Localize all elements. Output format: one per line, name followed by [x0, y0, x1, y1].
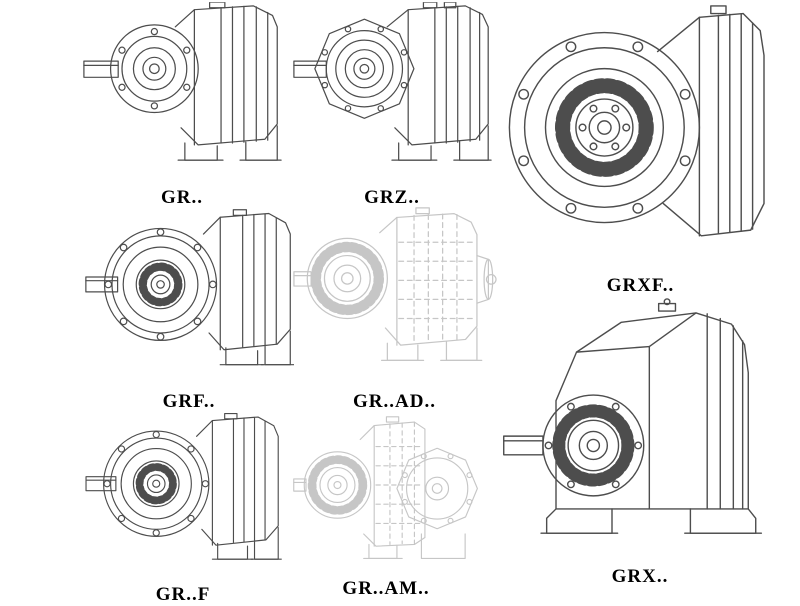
- gearbox-flange-art: [86, 414, 282, 560]
- figure-gr: GR..: [82, 2, 282, 209]
- figure-label-grx: GRX..: [611, 566, 669, 587]
- figure-grad: GR..AD..: [292, 206, 497, 413]
- gearbox-drawing-gr: [82, 2, 282, 185]
- gearbox-outputflange-art: [294, 417, 478, 559]
- figure-label-grff: GR..F: [155, 584, 211, 605]
- figure-label-gram: GR..AM..: [342, 578, 430, 599]
- figure-grxf: GRXF..: [498, 2, 783, 297]
- figure-grff: GR..F: [84, 410, 282, 606]
- figure-grf: GRF..: [84, 206, 294, 413]
- figure-label-grad: GR..AD..: [353, 391, 436, 412]
- gearbox-drawing-gram: [292, 408, 480, 576]
- gearbox-side-art: [84, 2, 281, 160]
- gearbox-adapter-art: [294, 208, 496, 361]
- figure-label-grf: GRF..: [162, 391, 216, 412]
- gearbox-drawing-grf: [84, 206, 294, 389]
- gearbox-drawing-grz: [292, 2, 492, 185]
- figure-label-grxf: GRXF..: [606, 275, 675, 296]
- gearbox-flange-art: [86, 210, 294, 365]
- figure-gram: GR..AM..: [292, 408, 480, 600]
- gearbox-drawing-grff: [84, 410, 282, 582]
- gearbox-drawing-grx: [500, 298, 780, 564]
- figure-grx: GRX..: [500, 298, 780, 588]
- gearbox-large-side-art: [504, 299, 762, 533]
- figure-label-gr: GR..: [161, 187, 203, 208]
- gearbox-drawing-grad: [292, 206, 497, 389]
- gearbox-octagon-art: [294, 2, 491, 160]
- figure-label-grz: GRZ..: [364, 187, 420, 208]
- gearbox-frontflange-art: [509, 6, 764, 236]
- figure-grz: GRZ..: [292, 2, 492, 209]
- gearbox-drawing-grxf: [498, 2, 783, 273]
